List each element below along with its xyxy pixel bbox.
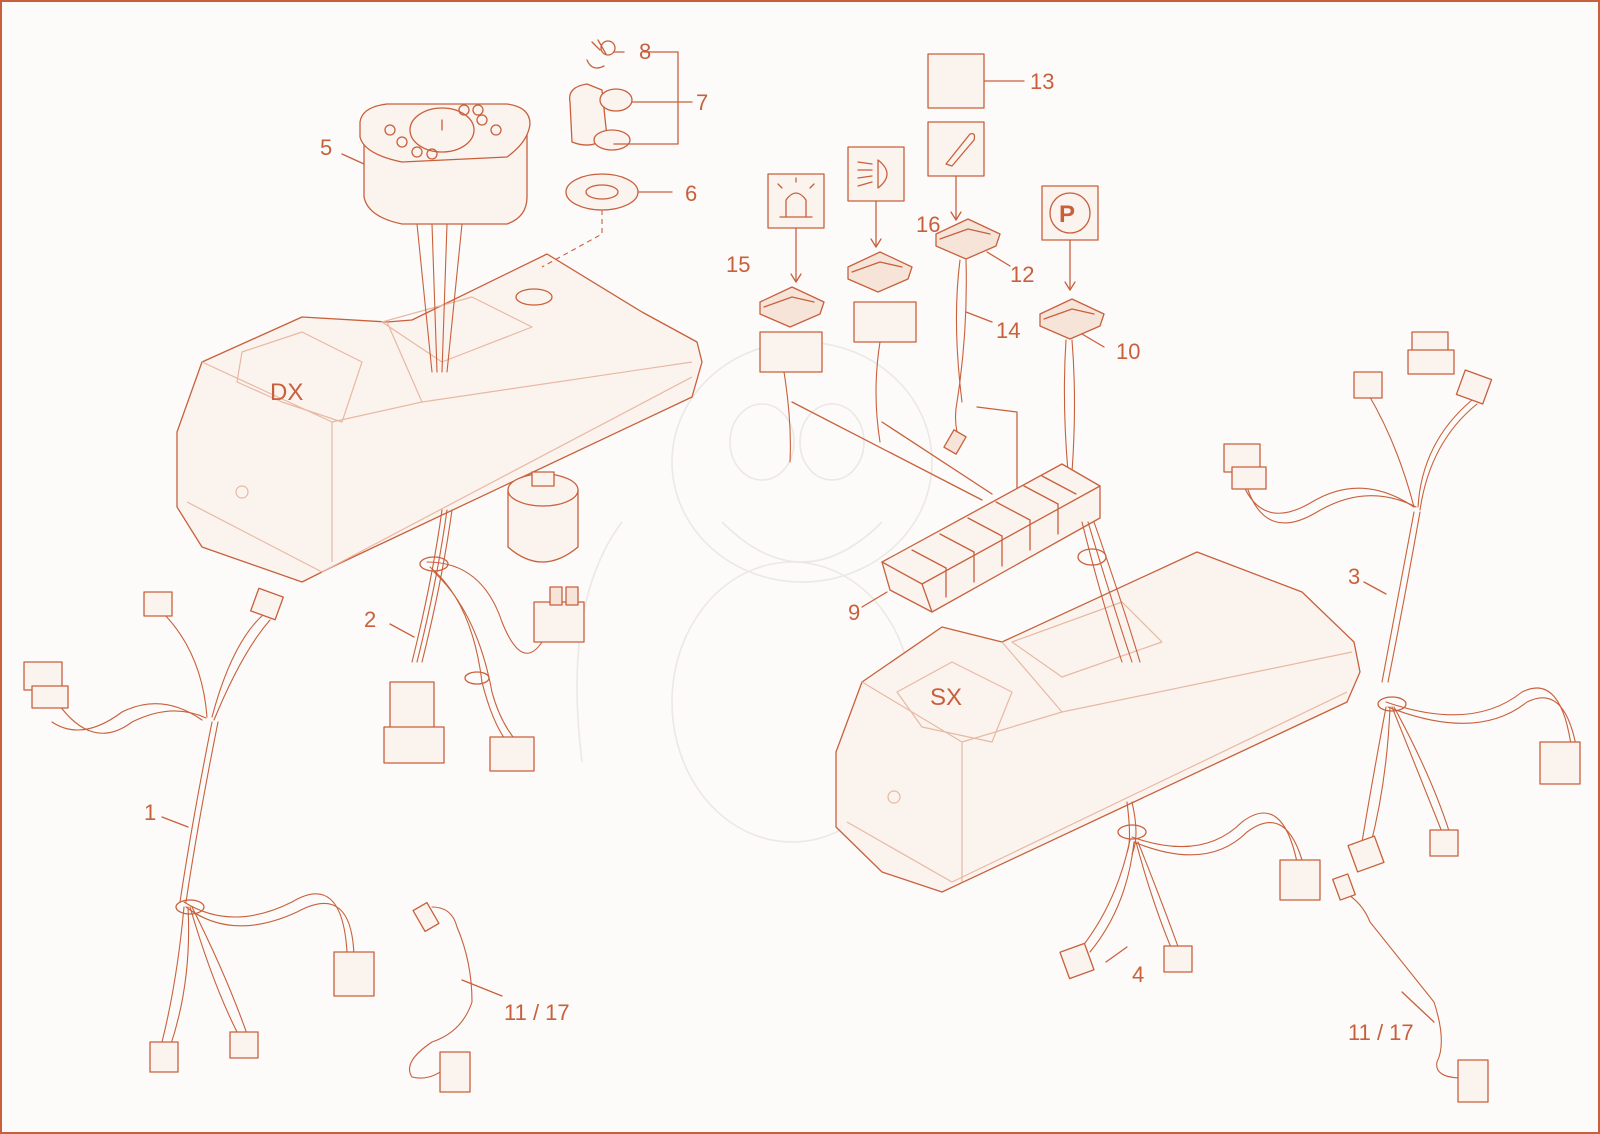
rocker-switch-16: [847, 251, 917, 443]
panel-label-dx: DX: [270, 379, 303, 406]
callout-5: 5: [320, 135, 332, 160]
callout-1: 1: [144, 800, 156, 825]
callout-13: 13: [1030, 69, 1054, 94]
rotary-switch: [507, 471, 579, 563]
switch-icon-16: [847, 146, 905, 248]
callout-7: 7: [696, 90, 708, 115]
switch-icon-15: [767, 173, 825, 283]
ignition-key-switch: [541, 39, 639, 268]
callout-16: 16: [916, 212, 940, 237]
callout-15: 15: [726, 252, 750, 277]
harness-2: [383, 509, 585, 772]
callout-4: 4: [1132, 962, 1144, 987]
switch-icon-10: P: [1041, 185, 1099, 291]
parking-symbol: P: [1059, 201, 1075, 228]
callout-11-17-left: 11 / 17: [504, 1000, 570, 1025]
switch-bank-wires: [1077, 521, 1141, 663]
switch-bank-frame: [881, 463, 1101, 613]
instrument-cluster: [359, 103, 531, 373]
harness-4: [1059, 801, 1321, 980]
callout-11-17-right: 11 / 17: [1348, 1020, 1414, 1045]
callout-3: 3: [1348, 564, 1360, 589]
switch-icon-12: [927, 121, 985, 221]
cable-11-17-left: [408, 901, 473, 1093]
right-console-housing: SX: [835, 551, 1361, 893]
rocker-switch-10: [1039, 298, 1105, 473]
panel-label-sx: SX: [930, 684, 962, 711]
callout-14: 14: [996, 318, 1020, 343]
rocker-switch-12: [935, 218, 1001, 455]
callout-8: 8: [639, 39, 651, 64]
cable-11-17-right: [1332, 873, 1489, 1103]
rocker-switch-15: [759, 286, 825, 463]
harness-3: [1223, 331, 1581, 873]
left-console-housing: DX: [176, 253, 703, 583]
callout-12: 12: [1010, 262, 1034, 287]
callout-9: 9: [848, 600, 860, 625]
switch-leaders: [791, 401, 1018, 501]
harness-1: [23, 587, 375, 1073]
callout-leaders: [161, 51, 1435, 1023]
callout-6: 6: [685, 181, 697, 206]
callout-10: 10: [1116, 339, 1140, 364]
switch-icon-13: [927, 53, 1025, 109]
callout-2: 2: [364, 607, 376, 632]
